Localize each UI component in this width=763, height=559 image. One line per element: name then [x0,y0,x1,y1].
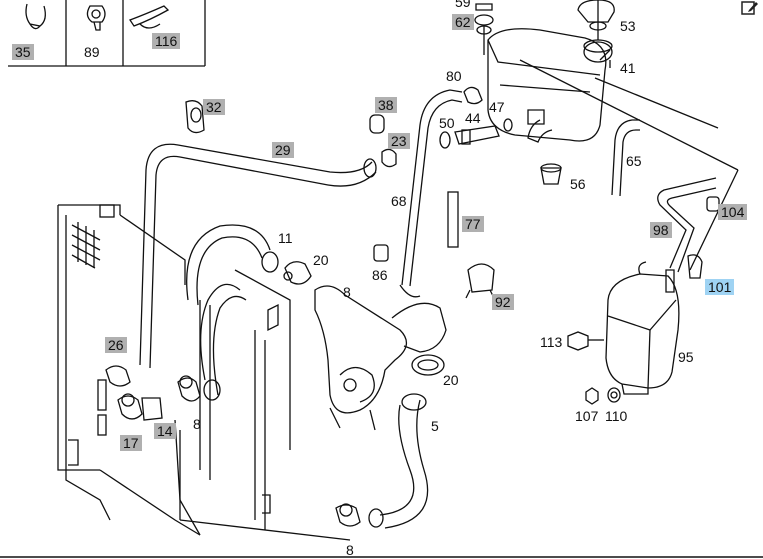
callout-101[interactable]: 101 [705,279,735,295]
callout-8-middle[interactable]: 8 [193,416,201,432]
callout-92[interactable]: 92 [492,294,514,310]
callout-20-upper[interactable]: 20 [313,252,329,268]
hose-5 [368,393,429,529]
callout-80[interactable]: 80 [446,68,462,84]
callout-104[interactable]: 104 [718,204,748,220]
fasteners [567,331,621,405]
callout-44[interactable]: 44 [465,110,481,126]
callout-23[interactable]: 23 [388,133,410,149]
pencil-edit-icon[interactable] [741,0,759,16]
hoses-65-98 [611,119,717,273]
callout-26[interactable]: 26 [105,337,127,353]
hose-68 [399,89,463,298]
clamps [105,254,703,527]
callout-47[interactable]: 47 [489,99,505,115]
pump-housing [314,285,447,431]
pipe-77 [447,191,459,248]
callout-38[interactable]: 38 [375,97,397,113]
callout-59[interactable]: 59 [455,0,471,10]
callout-32[interactable]: 32 [203,99,225,115]
expansion-tank [487,0,615,143]
callout-53[interactable]: 53 [620,18,636,34]
callout-11[interactable]: 11 [278,230,293,246]
callout-113[interactable]: 113 [540,334,563,350]
callout-95[interactable]: 95 [678,349,694,365]
callout-98[interactable]: 98 [650,222,672,238]
callout-86[interactable]: 86 [372,267,388,283]
callout-89[interactable]: 89 [84,44,100,60]
hose-29 [139,143,377,369]
callout-35[interactable]: 35 [12,44,34,60]
callout-29[interactable]: 29 [272,142,294,158]
pencil-edit-icon-svg [741,1,758,15]
callout-50[interactable]: 50 [439,115,455,131]
callout-56[interactable]: 56 [570,176,586,192]
callout-65[interactable]: 65 [626,153,642,169]
callout-8-lower[interactable]: 8 [346,542,354,558]
cap-59-62 [474,3,494,55]
callout-14[interactable]: 14 [154,423,176,439]
radiator [57,204,291,536]
callout-116[interactable]: 116 [152,33,181,49]
callout-20-lower[interactable]: 20 [443,372,459,388]
callout-17[interactable]: 17 [120,435,142,451]
callout-41[interactable]: 41 [620,60,636,76]
callout-68[interactable]: 68 [391,193,407,209]
small-fittings [185,86,720,262]
callout-8-upper[interactable]: 8 [343,284,351,300]
callout-62[interactable]: 62 [452,14,474,30]
callout-77[interactable]: 77 [462,216,484,232]
leader-lines [179,49,739,541]
legend-box [8,0,206,67]
callout-5[interactable]: 5 [431,418,439,434]
callout-107[interactable]: 107 [575,408,599,424]
hose-11 [186,224,279,401]
callout-110[interactable]: 110 [605,408,628,424]
reservoir-95 [605,261,680,395]
